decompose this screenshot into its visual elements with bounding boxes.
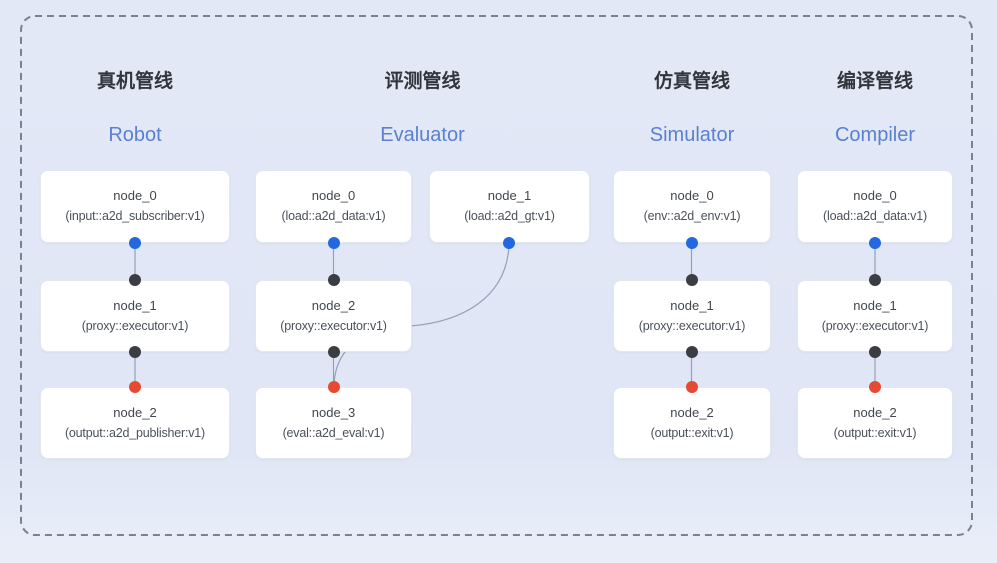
node-type: (input::a2d_subscriber:v1) [65, 209, 205, 224]
node-name: node_2 [670, 404, 714, 420]
evaluator-n0-output-port-dot [327, 237, 340, 249]
simulator-n1-output-port-dot [685, 346, 698, 358]
node-name: node_1 [670, 297, 714, 313]
node-name: node_0 [853, 188, 897, 204]
robot-n1-input-port-dot [129, 274, 141, 286]
evaluator-node-0: node_0 (load::a2d_data:v1) [255, 170, 412, 243]
evaluator-node-3: node_3 (eval::a2d_eval:v1) [255, 387, 412, 459]
simulator-n0-output-port-dot [685, 237, 698, 249]
node-type: (eval::a2d_eval:v1) [282, 425, 385, 440]
node-name: node_0 [311, 188, 356, 204]
node-type: (load::a2d_data:v1) [823, 209, 927, 224]
simulator-n2-input-port-dot [685, 381, 698, 393]
node-type: (proxy::executor:v1) [638, 318, 746, 333]
node-type: (env::a2d_env:v1) [643, 209, 741, 224]
robot-node-0: node_0 (input::a2d_subscriber:v1) [40, 170, 230, 243]
simulator-pipeline-title-en: Simulator [649, 124, 735, 146]
compiler-node-1: node_1 (proxy::executor:v1) [797, 280, 953, 352]
evaluator-n2-output-port-dot [327, 346, 340, 358]
evaluator-node-1: node_1 (load::a2d_gt:v1) [429, 170, 590, 243]
compiler-n2-input-port-dot [869, 381, 881, 393]
node-type: (load::a2d_data:v1) [281, 209, 386, 224]
evaluator-node-2: node_2 (proxy::executor:v1) [255, 280, 412, 352]
compiler-node-2: node_2 (output::exit:v1) [797, 387, 953, 459]
node-name: node_0 [113, 188, 157, 204]
node-type: (proxy::executor:v1) [280, 318, 387, 333]
simulator-n1-input-port-dot [685, 274, 698, 286]
node-type: (load::a2d_gt:v1) [464, 209, 555, 224]
robot-n0-output-port-dot [129, 237, 141, 249]
compiler-n1-input-port-dot [869, 274, 881, 286]
compiler-pipeline-title-en: Compiler [834, 124, 916, 146]
node-type: (output::a2d_publisher:v1) [64, 425, 206, 440]
simulator-node-1: node_1 (proxy::executor:v1) [613, 280, 771, 352]
node-name: node_2 [311, 297, 356, 313]
robot-n2-input-port-dot [129, 381, 141, 393]
evaluator-n2-input-port-dot [327, 274, 340, 286]
robot-node-2: node_2 (output::a2d_publisher:v1) [40, 387, 230, 459]
node-name: node_3 [311, 404, 356, 420]
node-type: (proxy::executor:v1) [81, 318, 189, 333]
robot-pipeline-title-en: Robot [108, 124, 162, 146]
robot-n1-output-port-dot [129, 346, 141, 358]
compiler-node-0: node_0 (load::a2d_data:v1) [797, 170, 953, 243]
compiler-n0-output-port-dot [869, 237, 881, 249]
evaluator-pipeline-title-zh: 评测管线 [384, 71, 461, 92]
node-name: node_2 [853, 404, 897, 420]
simulator-node-2: node_2 (output::exit:v1) [613, 387, 771, 459]
robot-pipeline-title-zh: 真机管线 [96, 71, 173, 92]
robot-node-1: node_1 (proxy::executor:v1) [40, 280, 230, 352]
evaluator-pipeline-title-en: Evaluator [380, 124, 465, 146]
evaluator-n1-output-port-dot [503, 237, 515, 249]
node-name: node_1 [113, 297, 157, 313]
evaluator-n3-input-port-dot [327, 381, 340, 393]
node-type: (output::exit:v1) [833, 425, 917, 440]
node-name: node_1 [853, 297, 897, 313]
compiler-pipeline-title-zh: 编译管线 [836, 71, 913, 92]
node-type: (output::exit:v1) [650, 425, 734, 440]
node-name: node_2 [113, 404, 157, 420]
compiler-n1-output-port-dot [869, 346, 881, 358]
node-type: (proxy::executor:v1) [821, 318, 929, 333]
node-name: node_0 [670, 188, 714, 204]
node-name: node_1 [487, 188, 532, 204]
simulator-node-0: node_0 (env::a2d_env:v1) [613, 170, 771, 243]
simulator-pipeline-title-zh: 仿真管线 [653, 71, 730, 92]
